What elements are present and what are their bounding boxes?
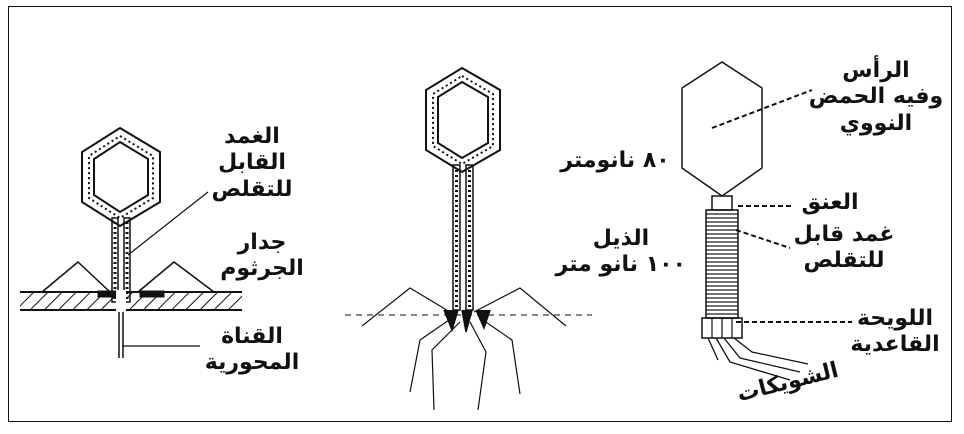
right-phage-head xyxy=(682,62,762,196)
label-neck: العنق xyxy=(790,190,870,216)
left-phage xyxy=(42,128,214,358)
label-head-size: ٨٠ نانومتر xyxy=(550,148,680,174)
right-phage xyxy=(682,62,808,380)
right-phage-neck xyxy=(712,196,732,210)
bacterial-wall xyxy=(20,290,242,312)
middle-phage xyxy=(345,68,592,410)
middle-phage-tail xyxy=(453,165,473,310)
left-phage-tail xyxy=(112,218,130,358)
middle-phage-fibers xyxy=(362,288,566,410)
right-phage-tail xyxy=(706,210,738,318)
